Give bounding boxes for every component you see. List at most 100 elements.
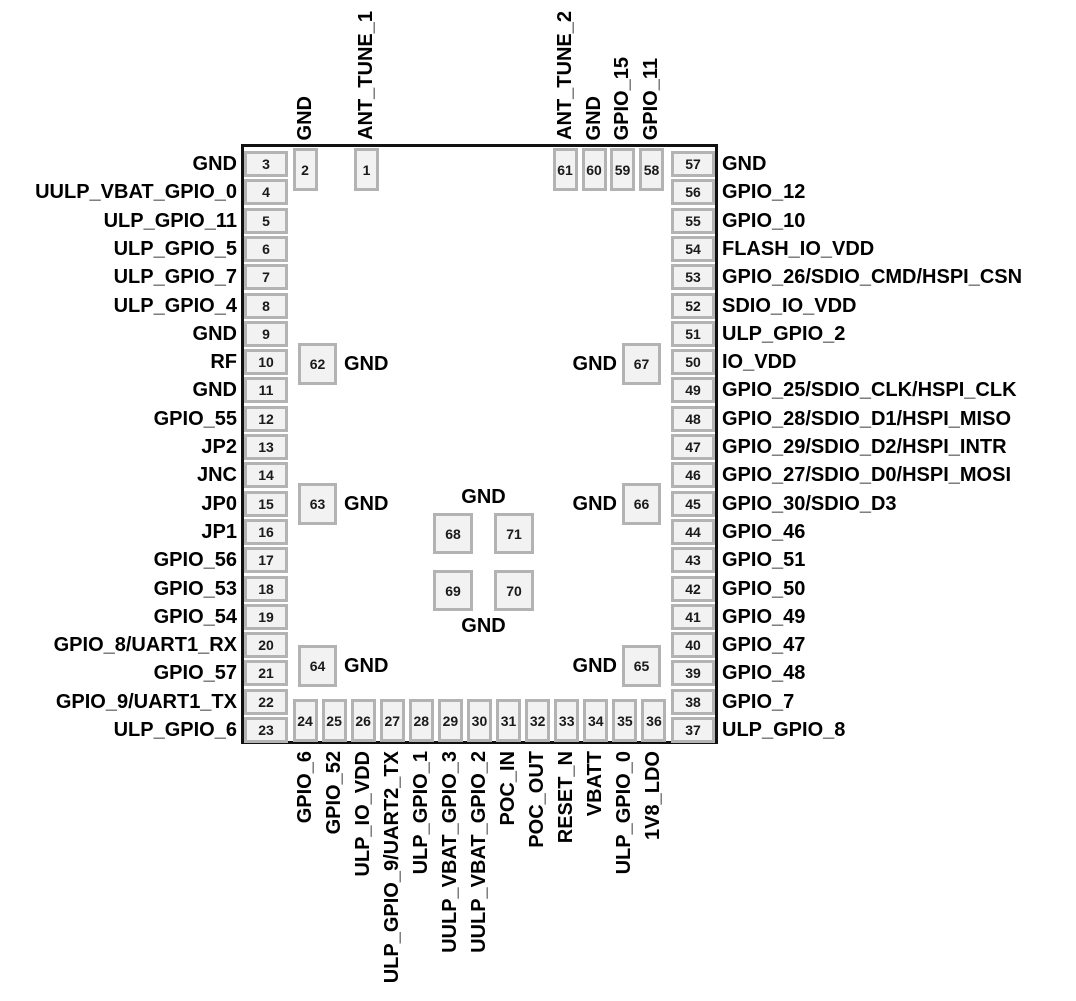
- pin-pad-6: 6: [244, 235, 288, 262]
- pin-number: 16: [258, 523, 274, 540]
- pin-label-37: ULP_GPIO_8: [722, 719, 846, 741]
- pin-pad-22: 22: [244, 688, 288, 715]
- pin-pad-15: 15: [244, 490, 288, 517]
- pin-pad-2: 2: [292, 148, 318, 191]
- pin-number: 36: [646, 712, 662, 729]
- pin-number: 44: [685, 523, 701, 540]
- pin-label-42: GPIO_50: [722, 577, 806, 600]
- gnd-label-64: GND: [344, 655, 389, 677]
- pin-label-27: ULP_GPIO_9/UART2_TX: [380, 751, 403, 984]
- pin-number: 13: [258, 439, 274, 455]
- pin-label-55: GPIO_10: [722, 209, 806, 232]
- gnd-label-center-bottom: GND: [461, 615, 506, 637]
- pin-number: 26: [355, 712, 371, 729]
- pin-number: 11: [258, 382, 274, 399]
- pin-label-wrap-27: ULP_GPIO_9/UART2_TX: [380, 751, 405, 983]
- pin-number: 59: [614, 161, 631, 178]
- pin-pad-41: 41: [671, 603, 715, 630]
- pin-label-49: GPIO_25/SDIO_CLK/HSPI_CLK: [722, 379, 1017, 402]
- pin-pad-30: 30: [466, 699, 492, 742]
- thermal-pad-64: 64: [298, 645, 337, 687]
- pin-label-17: GPIO_56: [153, 549, 237, 572]
- pin-number: 8: [262, 297, 270, 314]
- pin-label-wrap-32: POC_OUT: [525, 751, 550, 848]
- pin-number: 52: [685, 297, 701, 314]
- gnd-label-center-top: GND: [461, 486, 506, 508]
- pin-pad-19: 19: [244, 603, 288, 630]
- thermal-pad-62: 62: [298, 343, 337, 385]
- pin-pad-27: 27: [379, 699, 405, 742]
- pin-label-45: GPIO_30/SDIO_D3: [722, 492, 897, 515]
- pin-number: 39: [685, 665, 701, 682]
- pin-number: 42: [685, 580, 701, 597]
- chip-outline: [241, 144, 718, 744]
- pin-label-wrap-34: VBATT: [583, 751, 608, 816]
- pin-number: 70: [506, 582, 522, 599]
- pin-pad-1: 1: [354, 148, 379, 191]
- thermal-pad-70: 70: [494, 570, 534, 611]
- pin-number: 24: [297, 712, 313, 729]
- pin-number: 67: [633, 356, 650, 372]
- pin-label-22: GPIO_9/UART1_TX: [55, 690, 237, 713]
- pin-label-wrap-2: GND: [293, 96, 318, 140]
- pin-label-12: GPIO_55: [153, 407, 237, 430]
- pin-pad-32: 32: [525, 699, 551, 742]
- pin-label-8: ULP_GPIO_4: [113, 294, 237, 317]
- pin-label-21: GPIO_57: [153, 662, 237, 685]
- pin-label-13: JP2: [201, 436, 237, 458]
- pin-pad-58: 58: [639, 148, 664, 191]
- pin-pad-10: 10: [244, 349, 288, 376]
- gnd-label-66: GND: [572, 493, 617, 515]
- pin-pad-34: 34: [583, 699, 609, 742]
- pin-label-20: GPIO_8/UART1_RX: [53, 634, 237, 657]
- pin-pad-7: 7: [244, 264, 288, 291]
- pin-number: 63: [309, 496, 326, 512]
- pin-label-wrap-30: UULP_VBAT_GPIO_2: [467, 751, 492, 953]
- pin-pad-44: 44: [671, 518, 715, 545]
- pin-pad-39: 39: [671, 660, 715, 687]
- pin-label-2: GND: [293, 95, 316, 140]
- pin-pad-25: 25: [321, 699, 347, 742]
- pin-pad-21: 21: [244, 660, 288, 687]
- pin-pad-53: 53: [671, 264, 715, 291]
- pin-label-18: GPIO_53: [153, 577, 237, 600]
- pin-number: 33: [558, 712, 575, 729]
- pin-label-33: RESET_N: [555, 751, 578, 844]
- pin-label-6: ULP_GPIO_5: [113, 237, 237, 260]
- pin-number: 58: [643, 161, 660, 178]
- pin-label-57: GND: [722, 153, 767, 175]
- gnd-label-62: GND: [344, 353, 389, 375]
- pin-pad-12: 12: [244, 405, 288, 432]
- pin-number: 71: [506, 525, 522, 542]
- pin-pad-8: 8: [244, 292, 288, 319]
- pin-number: 51: [685, 325, 701, 342]
- pin-pad-33: 33: [554, 699, 580, 742]
- thermal-pad-66: 66: [622, 483, 661, 525]
- pin-label-wrap-24: GPIO_6: [293, 751, 318, 823]
- pin-number: 53: [685, 269, 701, 286]
- pin-number: 49: [685, 382, 701, 399]
- pin-number: 61: [557, 161, 573, 178]
- gnd-label-65: GND: [572, 655, 617, 677]
- pin-number: 64: [309, 658, 326, 674]
- pin-pad-46: 46: [671, 462, 715, 489]
- pin-pad-40: 40: [671, 632, 715, 659]
- pin-number: 65: [633, 658, 650, 674]
- pin-pad-43: 43: [671, 547, 715, 574]
- pin-pad-24: 24: [292, 699, 318, 742]
- pin-number: 20: [258, 637, 274, 654]
- pin-label-25: GPIO_52: [322, 751, 345, 835]
- pin-label-41: GPIO_49: [722, 605, 806, 628]
- pin-number: 3: [262, 156, 270, 172]
- pin-pad-45: 45: [671, 490, 715, 517]
- pin-label-58: GPIO_11: [640, 57, 662, 140]
- pin-number: 15: [258, 495, 274, 512]
- pin-label-30: UULP_VBAT_GPIO_2: [467, 751, 490, 953]
- pin-label-3: GND: [192, 153, 237, 175]
- pin-number: 41: [685, 608, 701, 625]
- pin-label-43: GPIO_51: [722, 549, 806, 572]
- pin-label-50: IO_VDD: [722, 351, 797, 374]
- pin-label-wrap-26: ULP_IO_VDD: [351, 751, 376, 877]
- pin-label-23: ULP_GPIO_6: [113, 719, 237, 741]
- thermal-pad-63: 63: [298, 483, 337, 525]
